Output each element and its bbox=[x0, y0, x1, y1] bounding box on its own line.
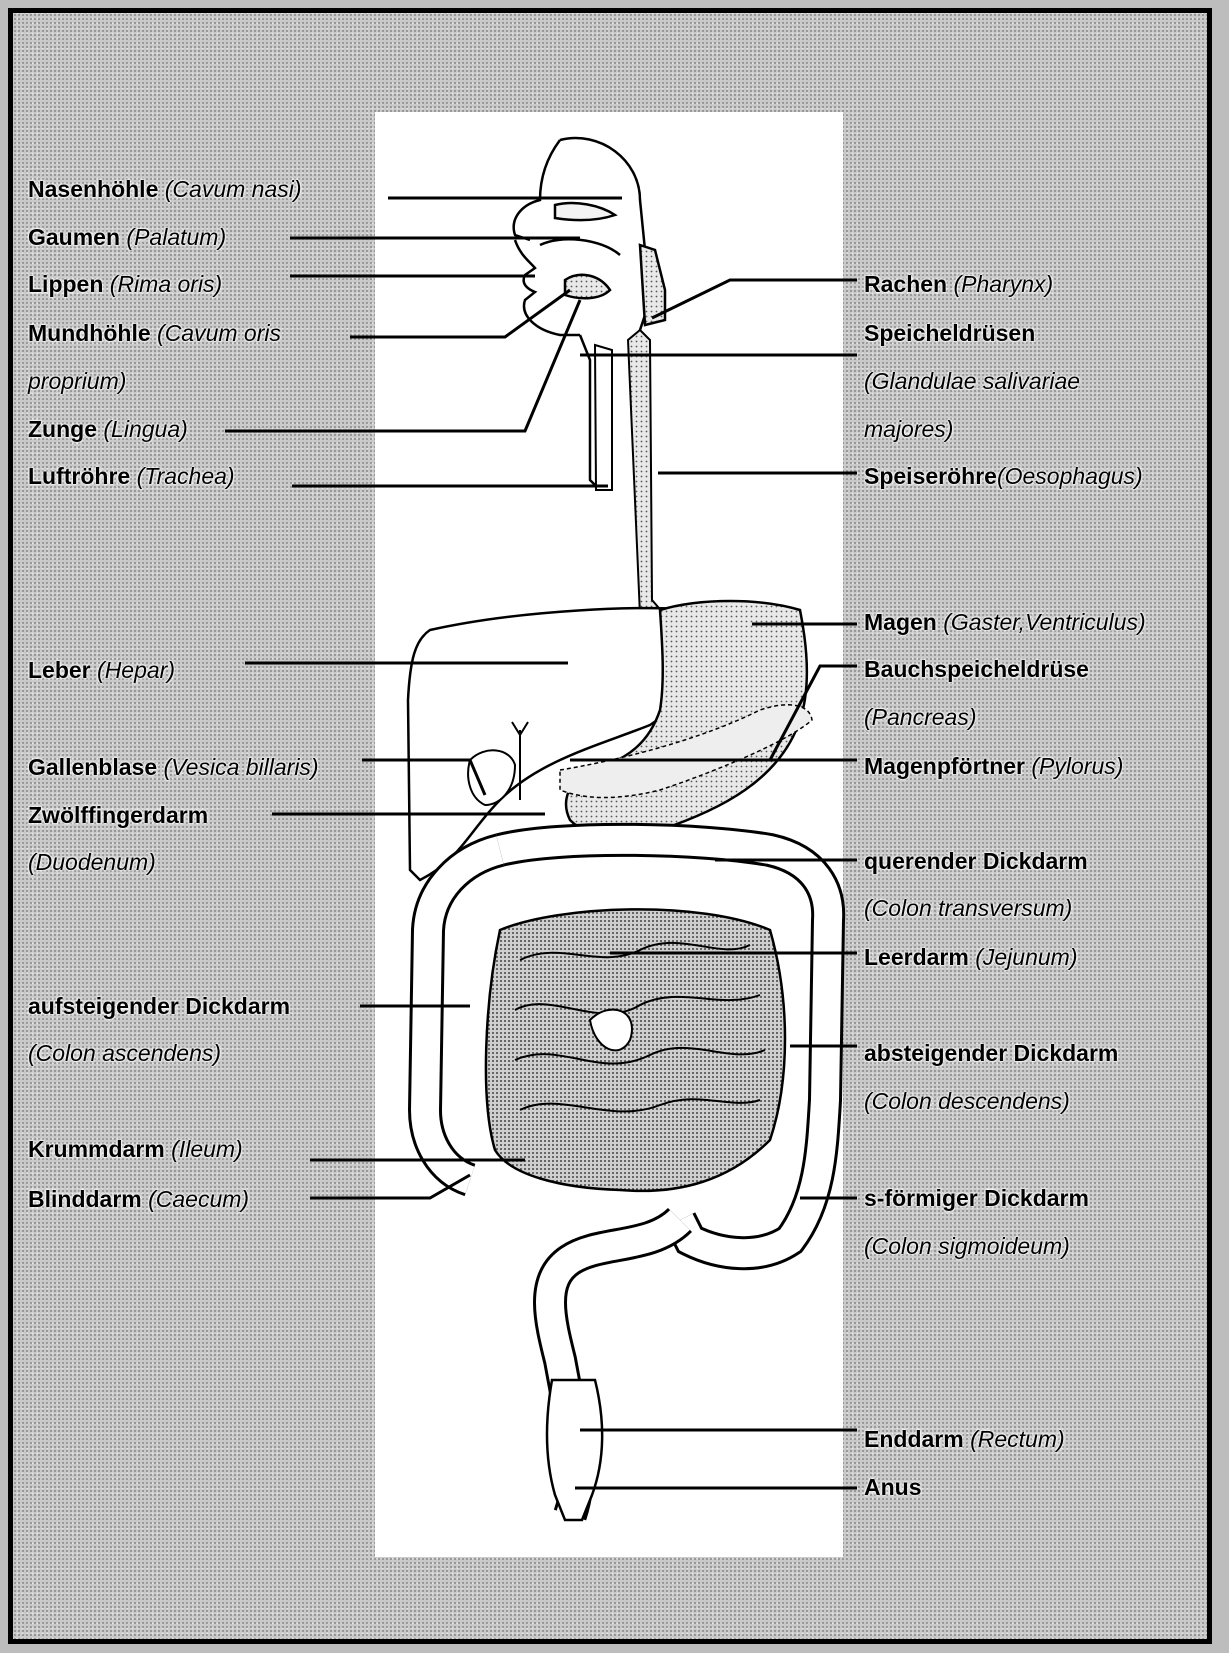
label-s-foermiger-dickdarm: s-förmiger Dickdarm bbox=[864, 1185, 1089, 1212]
label-leber: Leber (Hepar) bbox=[28, 657, 175, 684]
label-blinddarm: Blinddarm (Caecum) bbox=[28, 1186, 249, 1213]
label-anus: Anus bbox=[864, 1474, 922, 1501]
label-s-foermiger-latin: (Colon sigmoideum) bbox=[864, 1233, 1070, 1260]
label-speicheldruesen-latin-2: majores) bbox=[864, 416, 953, 443]
label-querender-dickdarm: querender Dickdarm bbox=[864, 848, 1088, 875]
label-mundhoehle-latin-2: proprium) bbox=[28, 368, 126, 395]
label-gallenblase: Gallenblase (Vesica billaris) bbox=[28, 754, 319, 781]
label-zwoelffingerdarm-latin: (Duodenum) bbox=[28, 849, 156, 876]
label-leerdarm: Leerdarm (Jejunum) bbox=[864, 944, 1077, 971]
label-bauchspeicheldruese-latin: (Pancreas) bbox=[864, 704, 976, 731]
label-aufsteigender-latin: (Colon ascendens) bbox=[28, 1040, 221, 1067]
label-speicheldruesen: Speicheldrüsen bbox=[864, 320, 1035, 347]
label-krummdarm: Krummdarm (Ileum) bbox=[28, 1136, 243, 1163]
label-absteigender-dickdarm: absteigender Dickdarm bbox=[864, 1040, 1118, 1067]
label-nasenhoehle: Nasenhöhle (Cavum nasi) bbox=[28, 176, 302, 203]
label-mundhoehle: Mundhöhle (Cavum oris bbox=[28, 320, 281, 347]
label-enddarm: Enddarm (Rectum) bbox=[864, 1426, 1065, 1453]
rectum bbox=[547, 1380, 602, 1520]
label-speicheldruesen-latin: (Glandulae salivariae bbox=[864, 368, 1080, 395]
label-gaumen: Gaumen (Palatum) bbox=[28, 224, 226, 251]
label-absteigender-latin: (Colon descendens) bbox=[864, 1088, 1070, 1115]
label-querender-latin: (Colon transversum) bbox=[864, 895, 1072, 922]
label-bauchspeicheldruese: Bauchspeicheldrüse bbox=[864, 656, 1089, 683]
label-magenpfoertner: Magenpförtner (Pylorus) bbox=[864, 753, 1123, 780]
label-rachen: Rachen (Pharynx) bbox=[864, 271, 1053, 298]
label-zwoelffingerdarm: Zwölffingerdarm bbox=[28, 802, 208, 829]
label-lippen: Lippen (Rima oris) bbox=[28, 271, 222, 298]
gallbladder bbox=[468, 750, 515, 805]
label-luftroehre: Luftröhre (Trachea) bbox=[28, 463, 235, 490]
label-speiseroehre: Speiseröhre(Oesophagus) bbox=[864, 463, 1143, 490]
label-magen: Magen (Gaster,Ventriculus) bbox=[864, 609, 1146, 636]
label-aufsteigender-dickdarm: aufsteigender Dickdarm bbox=[28, 993, 290, 1020]
label-zunge: Zunge (Lingua) bbox=[28, 416, 188, 443]
esophagus bbox=[595, 330, 665, 615]
